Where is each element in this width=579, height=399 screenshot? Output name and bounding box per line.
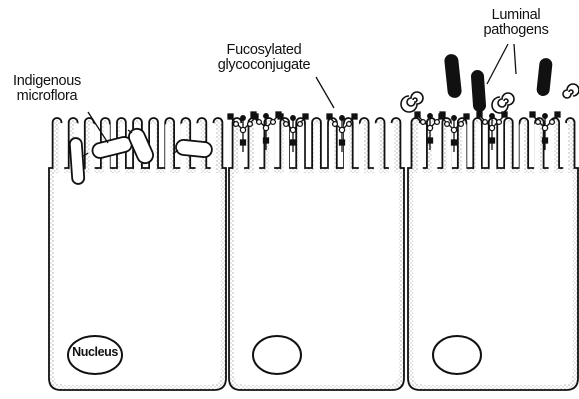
glycoconjugate-label-line1: Fucosylated xyxy=(202,43,326,58)
pathogen-spiral xyxy=(401,92,423,112)
nucleus-middle xyxy=(253,336,301,374)
nucleus-label: Nucleus xyxy=(68,345,122,359)
epithelial-cells xyxy=(49,118,578,390)
pathogens-label-line1: Luminal xyxy=(454,8,578,23)
bacterium xyxy=(175,139,212,158)
pathogen-spiral xyxy=(563,84,579,98)
bacterium xyxy=(91,135,133,159)
pathogens-label-line2: pathogens xyxy=(454,23,578,38)
pathogens-label: Luminal pathogens xyxy=(454,8,578,38)
pathogen-rod xyxy=(444,53,463,98)
microflora-label-line1: Indigenous xyxy=(6,74,88,89)
glycoconjugate-label-line2: glycoconjugate xyxy=(202,58,326,73)
glycoconjugate-label: Fucosylated glycoconjugate xyxy=(202,43,326,73)
microflora-label: Indigenous microflora xyxy=(6,74,88,104)
nucleus-right xyxy=(433,336,481,374)
pathogen-rod xyxy=(536,57,553,96)
microflora-label-line2: microflora xyxy=(6,89,88,104)
bacterium xyxy=(69,138,84,185)
pathogen-rod xyxy=(471,70,487,113)
pathogen-spiral xyxy=(492,93,514,113)
luminal-pathogens xyxy=(401,44,579,113)
